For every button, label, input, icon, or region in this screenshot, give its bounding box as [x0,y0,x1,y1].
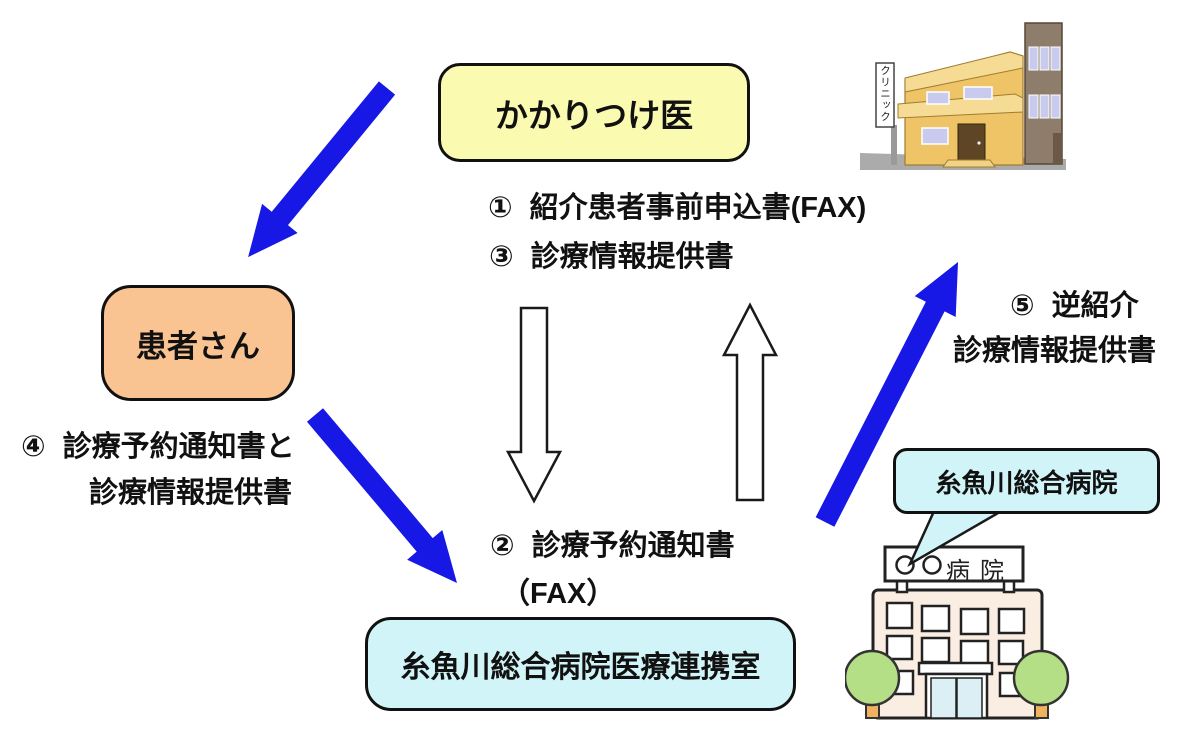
step-2-label: ② 診療予約通知書 [490,530,735,563]
clinic-entrance-step [942,159,996,168]
step-2-number: ② [490,530,515,562]
hospital-window [959,607,990,636]
hospital-illustration [845,545,1070,720]
node-liaison-office: 糸魚川総合病院医療連携室 [365,617,796,711]
node-family-doctor: かかりつけ医 [438,63,750,162]
clinic-sign-board [875,62,895,128]
neighbor-window [1050,46,1061,71]
hospital-window [920,604,951,633]
arrow-office-to-clinic [815,262,959,527]
arrow-patient-to-office [306,408,458,584]
hospital-sign-circle [895,555,915,575]
step-5-text2: 診療情報提供書 [953,335,1157,367]
hospital-sign-circle [922,555,942,575]
hospital-window [885,634,914,661]
hospital-door-pane [956,677,983,719]
hospital-window [920,636,951,664]
clinic-window-2f-right [963,86,993,100]
clinic-sign-label: クリニック [879,65,891,123]
neighbor-window [1028,94,1039,119]
node-family-doctor-label: かかりつけ医 [494,96,694,134]
step-2-fax: （FAX） [501,578,616,610]
node-patient: 患者さん [101,285,295,401]
step-2-line2: （FAX） [501,578,616,611]
node-hospital-label-text: 糸魚川総合病院 [935,467,1118,498]
node-patient-label: 患者さん [136,328,260,364]
clinic-window-1f [921,127,949,145]
neighbor-window [1039,94,1050,119]
neighbor-door [1053,133,1062,164]
step-4-label: ④ 診療予約通知書と [21,431,295,464]
step-5-number: ⑤ [1010,290,1035,322]
hospital-window [885,601,914,630]
tree [845,649,901,707]
step-4-text: 診療予約通知書と [62,431,295,463]
step-3-text: 診療情報提供書 [530,241,734,273]
node-hospital-label: 糸魚川総合病院 [893,448,1160,514]
step-4-line2: 診療情報提供書 [89,477,293,510]
clinic-awning-band [897,93,1024,119]
arrow-doctor-to-patient [248,81,396,258]
step-1-label: ① 紹介患者事前申込書(FAX) [488,192,867,225]
step-2-text: 診療予約通知書 [531,530,735,562]
step-5-text: 逆紹介 [1051,290,1139,322]
arrow-down-white [505,306,563,504]
step-5-line2: 診療情報提供書 [953,335,1157,368]
tree [1012,649,1070,707]
clinic-illustration [860,22,1066,170]
hospital-window [997,639,1025,666]
step-1-text: 紹介患者事前申込書(FAX) [529,192,867,224]
node-liaison-office-label: 糸魚川総合病院医療連携室 [400,651,761,684]
clinic-sign-post [891,125,897,165]
hospital-door-pane [930,677,957,719]
neighbor-window [1050,94,1061,119]
hospital-sign-label: 病院 [946,558,1014,585]
step-3-number: ③ [489,241,514,273]
step-4-number: ④ [21,431,46,463]
step-1-number: ① [488,192,513,224]
step-4-text2: 診療情報提供書 [89,477,293,509]
hospital-window [997,607,1026,635]
neighbor-window [1039,46,1050,71]
step-5-label: ⑤ 逆紹介 [1010,290,1139,323]
clinic-roof-band [904,51,1024,93]
clinic-door-knob [977,141,981,145]
neighbor-window [1028,46,1039,71]
clinic-window-2f-left [926,91,950,105]
arrow-up-white [721,302,779,502]
step-3-label: ③ 診療情報提供書 [489,241,734,274]
